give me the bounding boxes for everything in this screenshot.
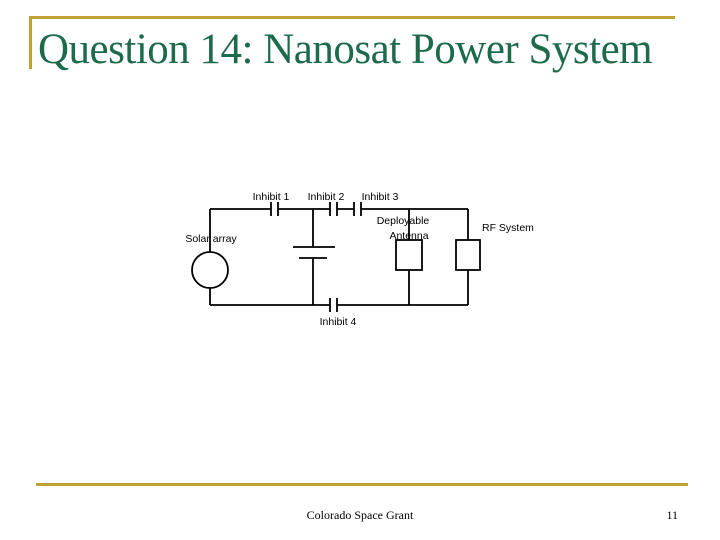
label-inhibit-2: Inhibit 2 <box>308 191 345 203</box>
slide-title: Question 14: Nanosat Power System <box>38 26 653 73</box>
solar-array-symbol <box>191 251 229 289</box>
label-inhibit-3: Inhibit 3 <box>362 191 399 203</box>
rf-system-box <box>455 239 481 271</box>
circuit-wires <box>209 208 469 306</box>
inhibit-switch-3-symbol <box>353 202 362 216</box>
label-inhibit-1: Inhibit 1 <box>253 191 290 203</box>
footer-text: Colorado Space Grant <box>306 508 414 522</box>
capacitor-symbol <box>293 246 335 259</box>
label-inhibit-4: Inhibit 4 <box>320 316 357 328</box>
footer-border-line <box>36 483 688 486</box>
page-number: 11 <box>666 508 678 522</box>
left-border-line <box>29 16 32 69</box>
deployable-antenna-box <box>395 239 423 271</box>
inhibit-switch-1-symbol <box>270 202 279 216</box>
inhibit-switch-4-symbol <box>329 298 338 312</box>
inhibit-switch-2-symbol <box>329 202 338 216</box>
label-solar-array: Solar array <box>185 233 237 245</box>
top-border-line <box>29 16 675 19</box>
label-deployable: Deployable <box>377 215 430 227</box>
label-antenna: Antenna <box>389 230 428 242</box>
label-rf-system: RF System <box>482 222 534 234</box>
